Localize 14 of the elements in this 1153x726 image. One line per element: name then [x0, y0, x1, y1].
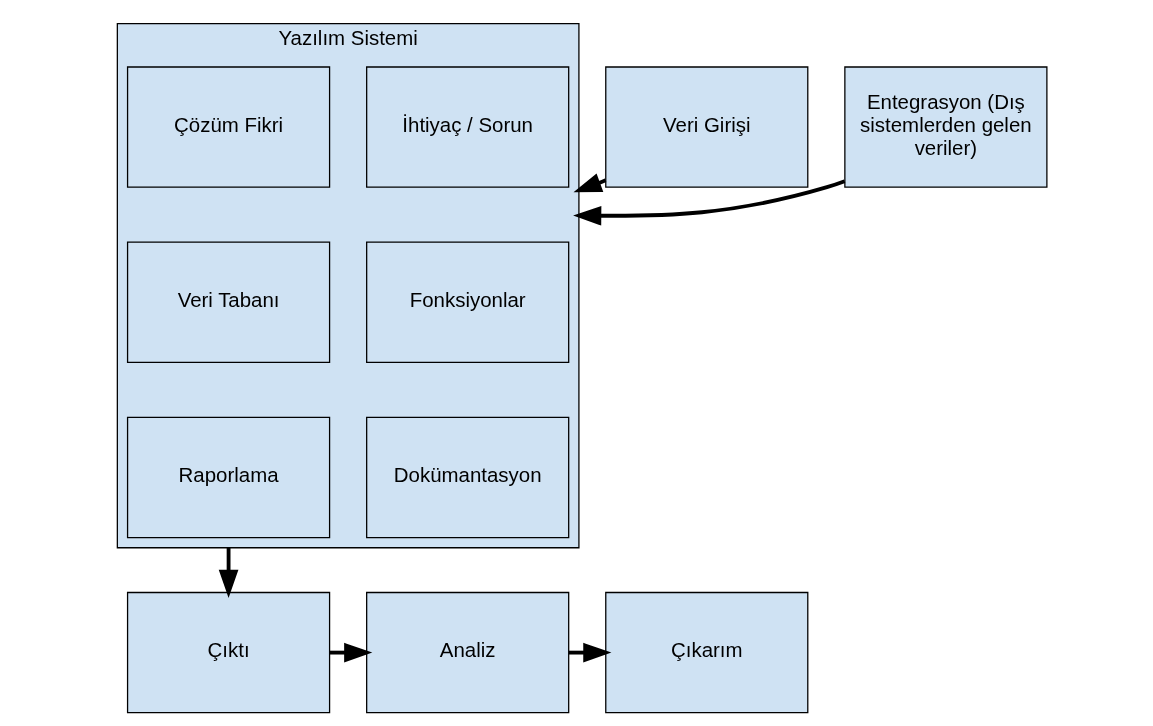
- node-box: Veri Girişi: [604, 66, 808, 188]
- node-box: Entegrasyon (Dış sistemlerden gelen veriler): [843, 66, 1048, 188]
- arrow: [568, 642, 611, 663]
- node-box: Veri Tabanı: [126, 241, 330, 363]
- node-box: Dokümantasyon: [365, 416, 569, 539]
- arrow: [218, 547, 238, 598]
- node-box: Çıktı: [126, 591, 330, 714]
- node-box: İhtiyaç / Sorun: [365, 66, 569, 188]
- node-box: Fonksiyonlar: [365, 241, 569, 363]
- node-box: Çıkarım: [604, 591, 808, 714]
- arrow: [329, 642, 372, 663]
- node-box: Analiz: [365, 591, 569, 714]
- node-box: Raporlama: [126, 416, 330, 539]
- node-box: Çözüm Fikri: [126, 66, 330, 188]
